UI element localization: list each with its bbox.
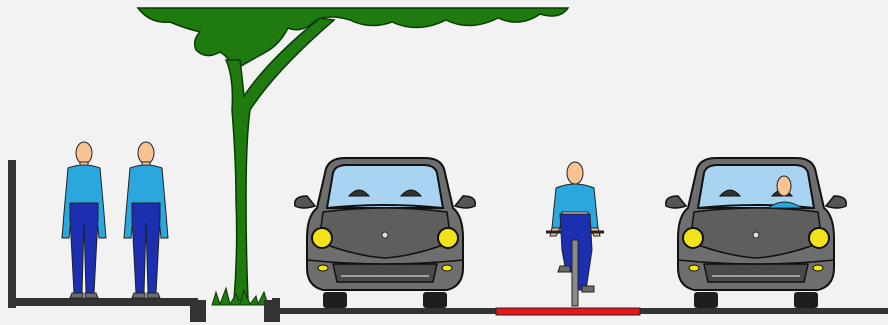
tree-canopy (138, 8, 568, 70)
car-2 (666, 158, 847, 308)
bike-lane (496, 308, 640, 315)
pedestrian-2 (124, 142, 168, 298)
car-1 (295, 158, 476, 308)
pedestrian-1 (62, 142, 106, 298)
cyclist (546, 162, 604, 306)
